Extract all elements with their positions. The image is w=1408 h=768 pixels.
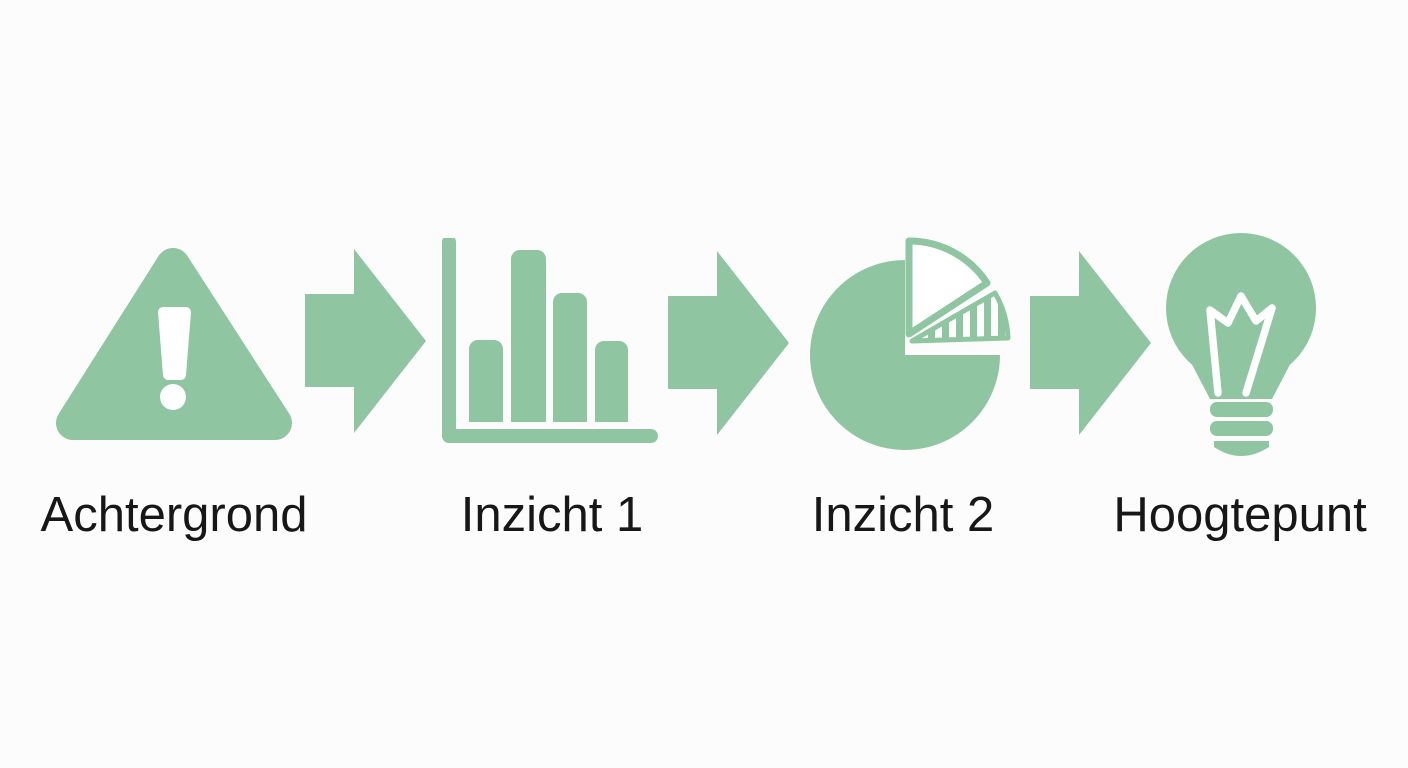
bar-chart-icon: [438, 238, 660, 446]
bar-2: [511, 250, 546, 422]
arrow-right-icon: [305, 248, 427, 434]
pie-main-slice: [810, 260, 1000, 450]
arrow-right-icon: [1030, 250, 1152, 436]
bar-1: [469, 340, 503, 422]
pie-chart-graphic: [810, 237, 1011, 450]
bulb-neck: [1186, 353, 1296, 399]
arrow-right-graphic: [305, 249, 426, 433]
arrow-right-graphic: [1030, 251, 1151, 435]
bulb-base-cap: [1214, 441, 1269, 456]
bar-3: [553, 293, 587, 422]
pie-outline-slice: [905, 237, 991, 338]
step-label-hoogtepunt: Hoogtepunt: [1113, 488, 1367, 542]
bulb-base-stripe-1: [1210, 402, 1273, 417]
bulb-base-stripe-2: [1210, 421, 1273, 436]
warning-triangle-icon: [50, 245, 298, 445]
step-label-inzicht-1: Inzicht 1: [460, 488, 644, 542]
arrow-right-graphic: [668, 251, 789, 435]
bar-4: [595, 341, 628, 422]
lightbulb-icon: [1164, 233, 1316, 465]
pie-chart-icon: [808, 237, 1012, 457]
exclamation-bar: [158, 307, 191, 380]
step-label-achtergrond: Achtergrond: [40, 488, 308, 542]
arrow-right-icon: [668, 250, 790, 436]
exclamation-dot: [160, 384, 186, 410]
warning-triangle-graphic: [56, 248, 292, 440]
chart-axes: [442, 238, 658, 443]
bulb-globe: [1166, 233, 1316, 383]
bar-chart-graphic: [442, 238, 658, 443]
lightbulb-graphic: [1166, 233, 1316, 456]
bulb-filament: [1206, 292, 1276, 397]
step-label-inzicht-2: Inzicht 2: [811, 488, 995, 542]
